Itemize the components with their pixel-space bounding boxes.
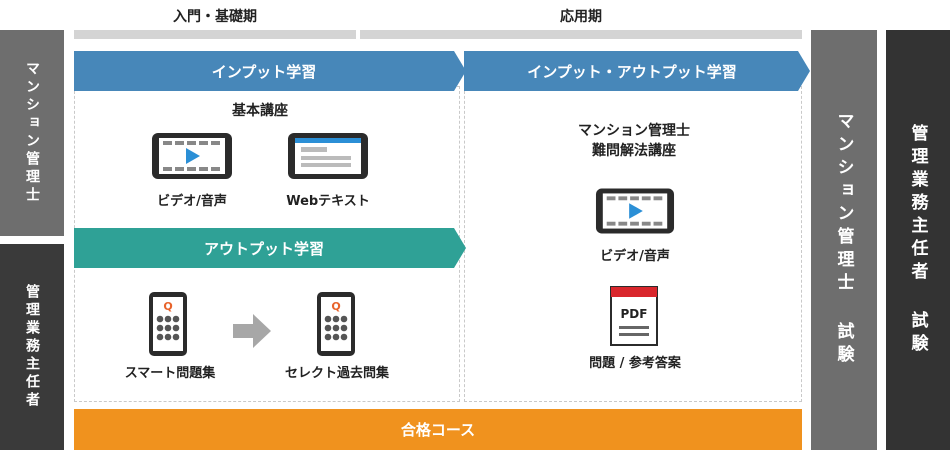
pdf-mark: PDF [621,307,648,321]
select-past-question-label: セレクト過去問集 [284,366,389,381]
goal-course-bar: 合格コース [74,409,802,450]
exam-mansion: マンション管理士 試験 [811,30,877,450]
web-text-label: Webテキスト [286,194,370,209]
input-output-arrow [464,51,810,91]
smartphone-question-icon-2: Q [317,292,355,356]
input-arrow [74,51,466,91]
pdf-document-icon: PDF [610,286,658,346]
output-arrow [74,228,466,268]
video-tablet-icon [152,133,232,179]
smartphone-question-icon: Q [149,292,187,356]
phase-bar-intro [74,30,356,39]
output-arrow-label: アウトプット学習 [203,239,324,258]
video-tablet-icon-2 [595,188,675,234]
web-text-tablet-icon [288,133,368,179]
phase-label-intro: 入門・基礎期 [173,9,257,25]
phase-label-applied: 応用期 [560,9,602,25]
pdf-label: 問題 / 参考答案 [589,356,681,371]
advanced-course-title-2: 難問解法講座 [592,143,676,159]
input-arrow-label: インプット学習 [211,62,317,81]
q-mark-2: Q [331,300,340,313]
phase-bar-applied [360,30,802,39]
side-label-mansion: マンション管理士 [0,30,64,236]
smart-question-label: スマート問題集 [124,366,216,381]
exam-kanri: 管理業務主任者 試験 [886,30,950,450]
side-label-kanri: 管理業務主任者 [0,244,64,450]
advanced-video-label: ビデオ/音声 [600,249,670,264]
q-mark: Q [163,300,172,313]
right-arrow-icon [233,314,271,348]
input-output-arrow-label: インプット・アウトプット学習 [527,62,737,81]
applied-panel [464,86,802,402]
basic-video-label: ビデオ/音声 [157,194,227,209]
advanced-course-title-1: マンション管理士 [578,123,690,139]
basic-course-title: 基本講座 [232,103,288,119]
